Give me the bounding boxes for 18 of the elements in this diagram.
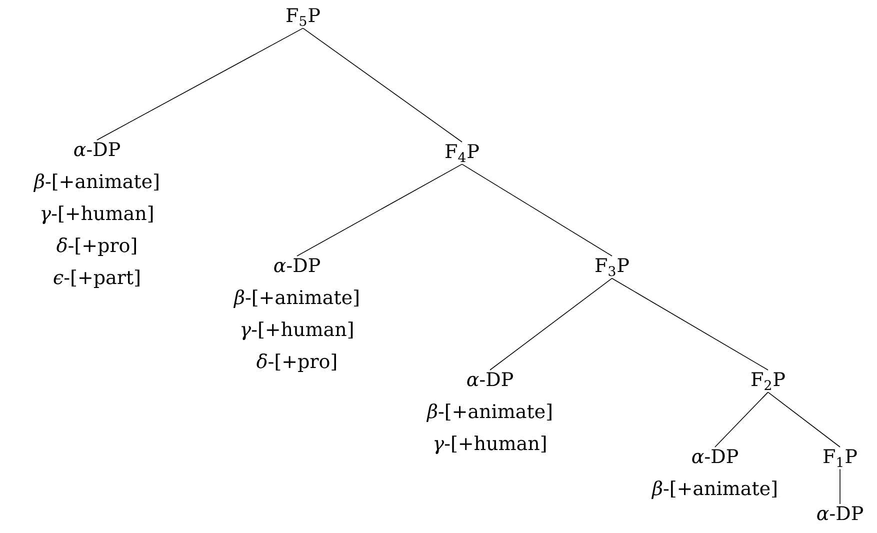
tree-label: F$_{3}$P <box>596 258 629 276</box>
branch-line <box>714 392 768 448</box>
tree-label: α-DP <box>817 506 863 520</box>
feature-stack: α-DP β-[+animate] γ-[+human] <box>426 372 552 454</box>
branch-line <box>612 278 768 370</box>
branch-line <box>768 392 840 448</box>
branch-line <box>96 28 304 140</box>
feature-stack: α-DP β-[+animate] γ-[+human] δ-[+pro] <box>233 258 358 372</box>
branch-line <box>462 164 612 256</box>
tree-label: F$_{1}$P <box>824 449 857 467</box>
tree-label: F$_{4}$P <box>446 144 479 162</box>
feature-stack: α-DP β-[+animate] <box>651 449 776 499</box>
feature-stack: α-DP β-[+animate] γ-[+human] δ-[+pro] ϵ-[+part] <box>33 142 158 288</box>
tree-label: F$_{2}$P <box>752 372 785 390</box>
tree-label: F$_{5}$P <box>286 8 320 26</box>
branch-line <box>490 278 612 370</box>
branch-line <box>302 28 462 142</box>
branch-line <box>296 164 462 256</box>
